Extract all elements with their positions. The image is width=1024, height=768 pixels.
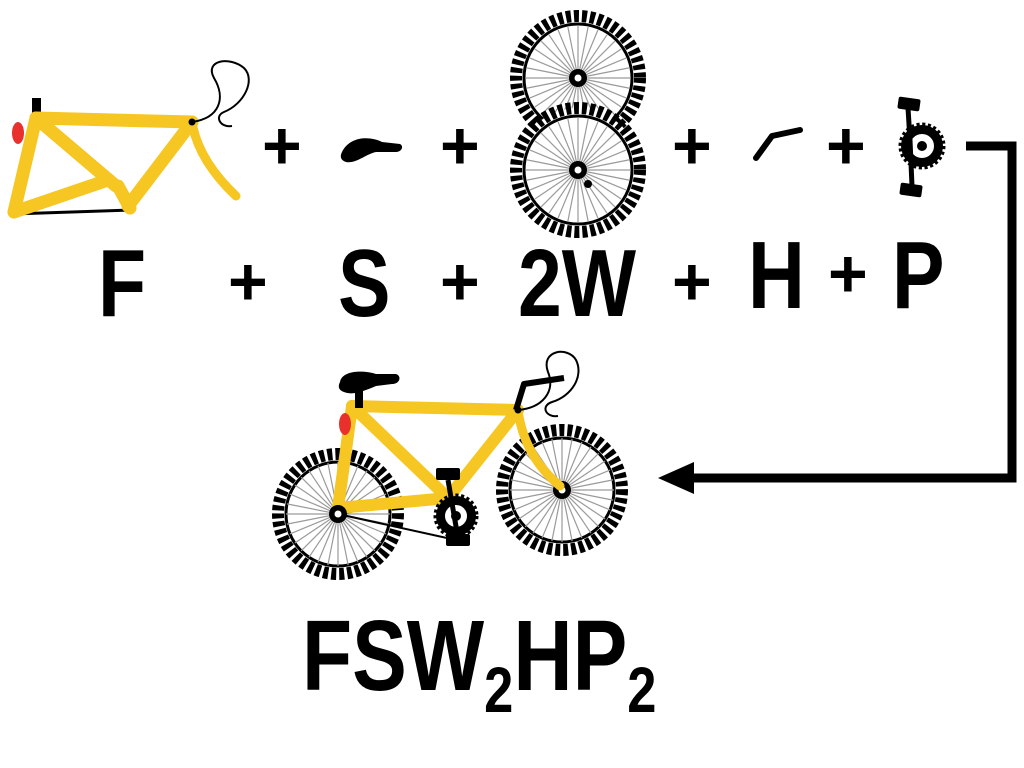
- seat-symbol: S: [338, 230, 391, 337]
- bicycle-formula: FSW2HP2: [302, 606, 656, 722]
- handlebar-symbol: H: [748, 222, 805, 329]
- plus-sign: +: [672, 108, 712, 184]
- pedals-symbol: P: [892, 222, 945, 329]
- bicycle-frame-icon: [7, 60, 250, 219]
- formula-main: FSW: [302, 600, 485, 712]
- plus-sign: +: [828, 236, 868, 312]
- pedal-gear-icon: [897, 96, 946, 198]
- formula-subscript-w: 2: [484, 654, 514, 726]
- plus-sign: +: [262, 108, 302, 184]
- frame-symbol: F: [98, 230, 147, 337]
- flow-arrow-icon: [658, 141, 1017, 494]
- bicycle-seat-icon: [340, 138, 403, 163]
- bicycle-wheel-icon: [510, 10, 646, 238]
- plus-sign: +: [672, 244, 712, 320]
- plus-sign: +: [440, 244, 480, 320]
- plus-sign: +: [826, 108, 866, 184]
- plus-sign: +: [440, 108, 480, 184]
- handlebar-icon: [753, 127, 803, 161]
- formula-subscript-p: 2: [627, 654, 657, 726]
- bicycle-icon: [272, 351, 628, 580]
- plus-sign: +: [228, 244, 268, 320]
- formula-mid: HP: [513, 600, 628, 712]
- wheels-symbol: 2W: [518, 230, 637, 337]
